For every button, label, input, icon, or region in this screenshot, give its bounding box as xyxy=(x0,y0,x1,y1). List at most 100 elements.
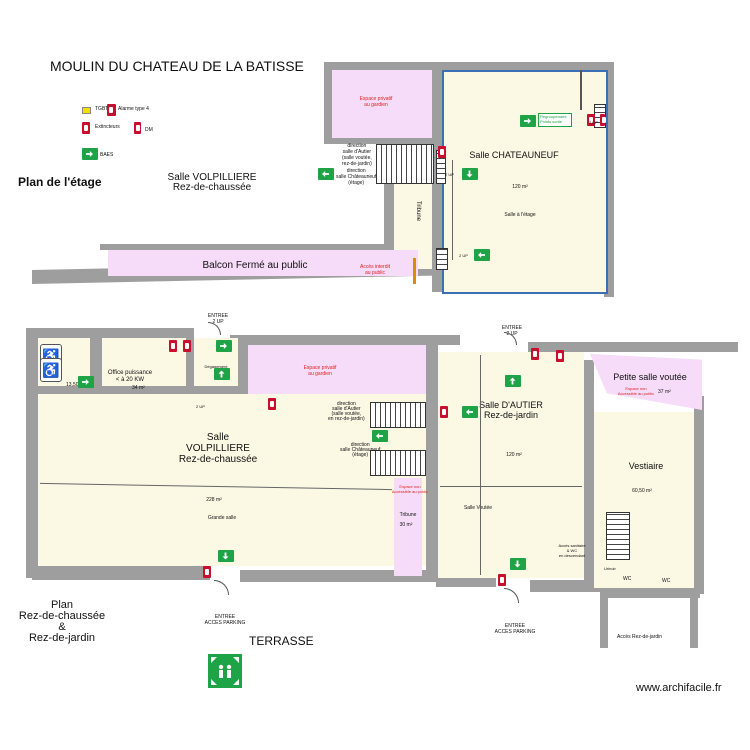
plan-title: MOULIN DU CHATEAU DE LA BATISSE xyxy=(50,58,304,74)
entree-parking-2: ENTREE ACCES PARKING xyxy=(494,623,536,635)
legend-baes: BAES xyxy=(100,152,114,158)
upper-exit-sign-4 xyxy=(462,168,478,180)
ground-extinguisher-7 xyxy=(556,350,564,362)
wc-label-1: WC xyxy=(623,576,632,582)
balcony-label: Balcon Fermé au public xyxy=(202,260,308,271)
ground-exit-sign-7 xyxy=(214,368,230,380)
chateauneuf-room xyxy=(442,70,608,294)
upper-wall-left xyxy=(324,62,332,144)
office-area: 34 m² xyxy=(132,385,145,391)
autier-title: Salle D'AUTIER Rez-de-jardin xyxy=(479,400,543,420)
toilets-note: Accès sanitaire & WC en descendant xyxy=(558,543,586,558)
vestiaire-room xyxy=(594,412,694,588)
ground-extinguisher-8 xyxy=(440,406,448,418)
ground-wall-top-right xyxy=(528,342,738,352)
petite-salle-room xyxy=(590,354,702,410)
legend-extinguishers: Extincteurs xyxy=(95,124,120,130)
upper-wall-tribune xyxy=(384,138,394,248)
chateauneuf-dimension xyxy=(452,160,453,260)
entree-top-left: ENTREE 2 UP xyxy=(207,313,229,325)
ground-extinguisher-5 xyxy=(531,348,539,360)
upper-direction-autier: direction salle d'Autier (salle voutée, … xyxy=(342,143,372,167)
dm-icon xyxy=(134,122,141,134)
alarm-icon xyxy=(107,104,116,116)
upper-corner-wall xyxy=(580,70,582,110)
upper-assembly-box xyxy=(538,113,572,127)
door-parking-2 xyxy=(504,588,519,603)
upper-volpilliere-title: Salle VOLPILLIERE Rez-de-chaussée xyxy=(167,172,257,193)
extinguisher-icon xyxy=(82,122,90,134)
ground-wall-vestiaire xyxy=(584,360,594,590)
volpilliere-area: 228 m² xyxy=(206,497,222,503)
petite-salle-non-accessible: Espace non Accessible au public xyxy=(617,386,655,396)
chateauneuf-title: Salle CHATEAUNEUF xyxy=(469,150,559,160)
ground-wall-bottom-mid xyxy=(240,570,436,582)
ground-private-room xyxy=(248,345,426,397)
ground-up-label: 2 UP xyxy=(196,404,205,409)
upper-exit-sign-3 xyxy=(474,249,490,261)
ground-exit-sign-1 xyxy=(218,550,234,562)
ground-exit-sign-4 xyxy=(216,340,232,352)
ground-extinguisher-4 xyxy=(203,566,211,578)
tribune-ground-area: 30 m² xyxy=(399,522,413,528)
ground-exit-sign-2 xyxy=(510,558,526,570)
ground-stairs-1 xyxy=(370,402,426,428)
legend-dm: DM xyxy=(145,127,153,133)
upper-private-room xyxy=(332,70,432,138)
grande-salle-label: Grande salle xyxy=(207,515,237,521)
petite-salle-title: Petite salle voutée xyxy=(613,372,687,382)
volpilliere-title: Salle VOLPILLIERE Rez-de-chaussée xyxy=(178,432,258,465)
ground-wall-inner xyxy=(32,386,372,394)
credit-link[interactable]: www.archifacile.fr xyxy=(636,682,722,694)
autier-dimension-h xyxy=(440,486,582,487)
upper-up-label-2: 2 UP xyxy=(459,253,468,258)
wc-area: 13,50 m² xyxy=(66,382,86,388)
autier-room xyxy=(438,352,584,578)
balcony-door xyxy=(413,258,416,284)
ground-extinguisher-2 xyxy=(183,340,191,352)
upper-stairs xyxy=(376,144,434,184)
upper-assembly-label: Regroupement Points sortie xyxy=(540,114,567,124)
ground-exit-sign-6 xyxy=(462,406,478,418)
ground-extinguisher-6 xyxy=(498,574,506,586)
ground-wall-bottom-mid2 xyxy=(436,575,496,587)
ground-wall-left xyxy=(26,328,38,578)
legend-alarm: Alarme type 4 xyxy=(118,106,149,112)
ground-exit-sign-8 xyxy=(78,376,94,388)
upper-up-label-1: 2 UP xyxy=(445,172,454,177)
entree-parking-1: ENTREE ACCES PARKING xyxy=(204,614,246,626)
acces-jardin-label: Accès Rez-de-jardin xyxy=(617,634,663,640)
tribune-non-accessible: Espace non Accessible au public xyxy=(391,484,429,494)
vestiaire-title: Vestiaire xyxy=(628,461,664,471)
upper-up-label-3: 2 UP xyxy=(589,120,598,125)
upper-wall-right xyxy=(604,62,614,297)
balcony-wall-top xyxy=(100,244,418,250)
ground-exit-sign-5 xyxy=(372,430,388,442)
upper-wall-hall xyxy=(324,138,434,144)
degagement-label: Dégagement xyxy=(204,364,228,369)
autier-area: 120 m² xyxy=(506,452,522,458)
volpilliere-room xyxy=(38,394,426,566)
tribune-label: Tribune xyxy=(415,200,422,222)
legend-tgbt: TGBT xyxy=(95,106,109,112)
vestiaire-area: 60,50 m² xyxy=(632,488,652,494)
wc-label-2: WC xyxy=(662,578,671,584)
ground-wall-top-left xyxy=(26,328,194,338)
balcony-room xyxy=(108,250,418,276)
ground-exit-sign-3 xyxy=(505,375,521,387)
upper-direction-chateauneuf: direction salle Châteauneuf (étage) xyxy=(336,168,377,186)
urinoir-label: Urinoir xyxy=(604,566,616,571)
tgbt-icon xyxy=(82,107,91,114)
assembly-point-icon xyxy=(208,654,242,688)
ground-direction-autier: direction salle d'Autier (salle voutée, … xyxy=(328,401,365,422)
salle-voutee-label: Salle Voutée xyxy=(463,505,493,511)
upper-wall-top xyxy=(324,62,614,70)
ground-plan-label: Plan Rez-de-chaussée & Rez-de-jardin xyxy=(18,599,106,644)
upper-extinguisher-2 xyxy=(587,114,595,126)
ground-wall-jardin-1 xyxy=(600,598,608,648)
tribune-ground-label: Tribune xyxy=(399,512,417,518)
ground-extinguisher-3 xyxy=(268,398,276,410)
ground-wall-top-mid xyxy=(230,335,460,345)
upper-extinguisher-3 xyxy=(600,114,606,126)
office-label: Office puissance < à 20 KW xyxy=(107,370,153,383)
